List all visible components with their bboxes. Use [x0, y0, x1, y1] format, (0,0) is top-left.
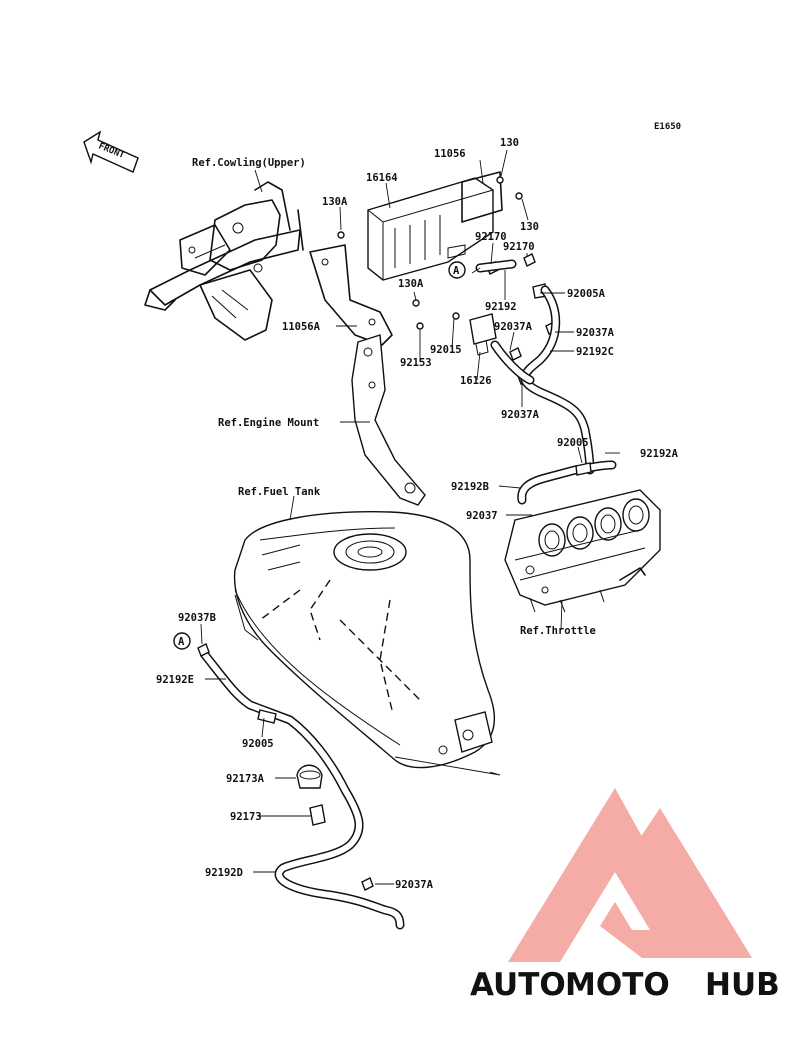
part-130-right: 130	[520, 221, 539, 233]
valve-drawing	[469, 313, 497, 356]
part-130a-lower: 130A	[398, 278, 424, 290]
part-130a-upper: 130A	[322, 196, 348, 208]
throttle-body-drawing	[504, 489, 661, 613]
part-11056a: 11056A	[282, 321, 321, 333]
part-92192: 92192	[485, 301, 517, 313]
part-92192e: 92192E	[156, 674, 194, 686]
part-92173a: 92173A	[226, 773, 265, 785]
part-92037: 92037	[466, 510, 498, 522]
diagram-code: E1650	[654, 122, 681, 132]
part-92037a-3: 92037A	[501, 409, 540, 421]
callout-a-lower: A	[173, 632, 191, 650]
ref-throttle-label: Ref.Throttle	[520, 625, 596, 637]
part-92037a-1: 92037A	[494, 321, 533, 333]
leader-lines	[200, 149, 620, 885]
part-92192d: 92192D	[205, 867, 243, 879]
part-92192c: 92192C	[576, 346, 614, 358]
callout-a-upper: A	[448, 261, 466, 279]
canister-bracket-drawing	[309, 244, 393, 346]
part-92037a-2: 92037A	[576, 327, 615, 339]
grommet-drawings	[296, 764, 326, 826]
front-arrow-icon: FRONT	[83, 130, 139, 173]
engine-mount-drawing	[351, 334, 426, 506]
part-92037a-4: 92037A	[395, 879, 434, 891]
canister-drawing	[367, 171, 503, 281]
part-92037b: 92037B	[178, 612, 216, 624]
part-92192a: 92192A	[640, 448, 679, 460]
part-16126: 16126	[460, 375, 492, 387]
callout-a-upper-label: A	[453, 265, 460, 277]
watermark-logo: AUTO MOTO HUB	[470, 788, 780, 1003]
watermark-text-hub: HUB	[705, 967, 780, 1003]
part-92005-lower: 92005	[242, 738, 274, 750]
part-92015: 92015	[430, 344, 462, 356]
part-92170-a: 92170	[475, 231, 507, 243]
part-130-top: 130	[500, 137, 519, 149]
part-92170-b: 92170	[503, 241, 535, 253]
part-92173: 92173	[230, 811, 262, 823]
watermark-text-auto: AUTO	[470, 967, 566, 1003]
ref-fuel-tank-label: Ref.Fuel Tank	[238, 486, 321, 498]
part-92153: 92153	[400, 357, 432, 369]
callout-a-lower-label: A	[178, 636, 185, 648]
part-16164: 16164	[366, 172, 398, 184]
watermark-text-moto: MOTO	[565, 967, 670, 1003]
part-92192b: 92192B	[451, 481, 489, 493]
ref-cowling-label: Ref.Cowling(Upper)	[192, 157, 306, 169]
part-92005: 92005	[557, 437, 589, 449]
part-92005a: 92005A	[567, 288, 606, 300]
ref-engine-mount-label: Ref.Engine Mount	[218, 417, 319, 429]
watermark-triangle-icon	[508, 788, 752, 962]
part-11056: 11056	[434, 148, 466, 160]
fuel-tank-drawing	[233, 511, 496, 769]
cowling-bracket-drawing	[144, 181, 304, 341]
